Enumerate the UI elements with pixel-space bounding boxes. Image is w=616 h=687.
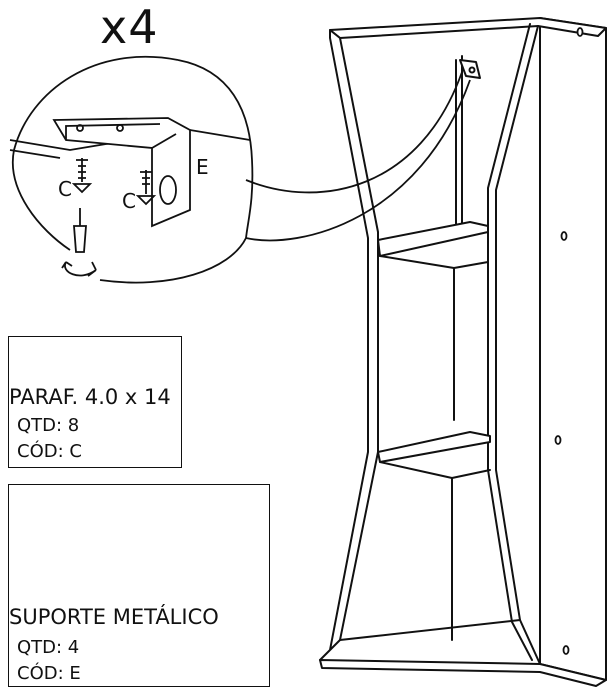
part-box-bracket: SUPORTE METÁLICO QTD: 4 CÓD: E <box>8 484 270 687</box>
callout-quantity: x4 <box>100 0 159 54</box>
part-name-bracket: SUPORTE METÁLICO <box>9 605 219 629</box>
side-hole-bottom <box>562 645 570 655</box>
cabinet-left-profile <box>319 29 379 661</box>
part-qty-screw: QTD: 8 <box>17 415 80 436</box>
shelf-upper <box>377 221 489 257</box>
part-code-screw: CÓD: C <box>17 441 82 462</box>
part-qty-bracket: QTD: 4 <box>17 637 80 658</box>
part-box-screw: PARAF. 4.0 x 14 QTD: 8 CÓD: C <box>8 336 182 468</box>
side-hole-top <box>576 27 584 37</box>
part-code-bracket: CÓD: E <box>17 663 81 684</box>
side-hole-2 <box>554 435 562 445</box>
callout-circle <box>11 55 471 284</box>
part-name-screw: PARAF. 4.0 x 14 <box>9 385 171 409</box>
cabinet-front-profile <box>495 25 541 665</box>
cabinet-side-panel <box>539 17 607 681</box>
cabinet-bottom-panel <box>319 659 607 687</box>
screwdriver-icon <box>73 208 87 253</box>
callout-screw-left <box>71 158 93 194</box>
screw-code-label-right: C <box>122 189 136 213</box>
screw-code-label-left: C <box>58 177 72 201</box>
callout-screw-right <box>135 170 157 206</box>
side-hole-1 <box>560 231 568 241</box>
shelf-lower <box>377 431 491 463</box>
bracket-code-label: E <box>196 155 209 179</box>
